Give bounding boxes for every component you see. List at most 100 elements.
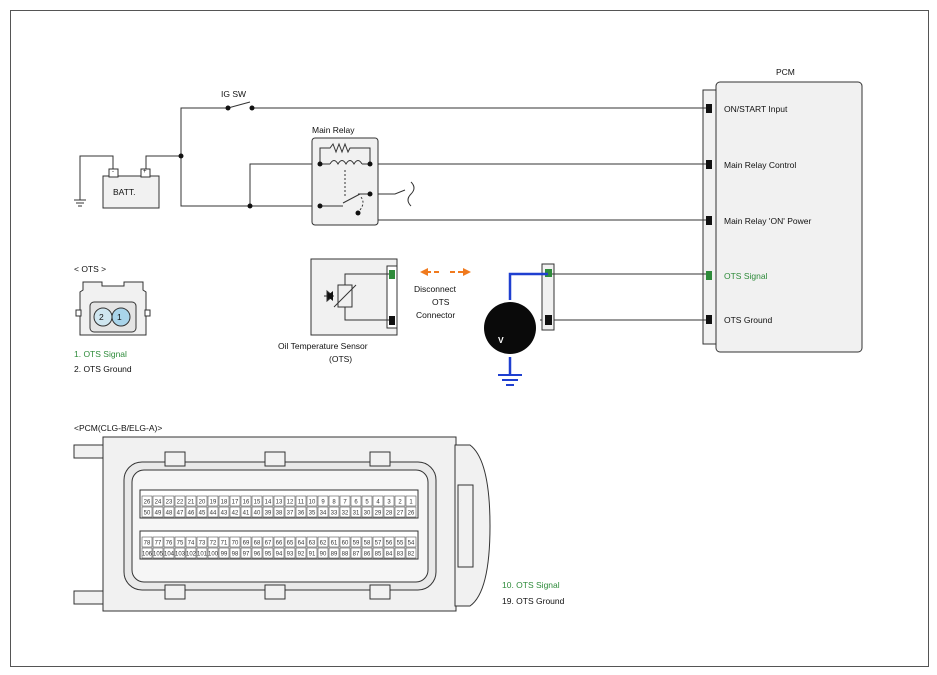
pcm-connector-pin-number: 96: [254, 552, 261, 558]
pcm-connector-pin-number: 69: [243, 541, 250, 547]
pcm-connector-pin-cell: [339, 536, 351, 548]
pcm-connector-pin-cell: [284, 506, 296, 518]
pcm-connector-pin-number: 34: [320, 511, 327, 517]
pcm-connector-pin-cell: [361, 547, 373, 559]
pcm-connector-pin-number: 37: [287, 511, 294, 517]
pcm-connector-pin-cell: [240, 506, 252, 518]
pcm-connector-pin-cell: [405, 506, 417, 518]
pcm-connector-pin-number: 35: [309, 511, 316, 517]
pcm-connector-pin-cell: [174, 506, 186, 518]
pcm-connector-pin-cell: [174, 536, 186, 548]
pcm-connector-pin-cell: [229, 547, 241, 559]
ots-pin-2-label: 2. OTS Ground: [74, 364, 132, 374]
pcm-connector-pin-cell: [218, 547, 230, 559]
pcm-connector-pin-cell: [218, 495, 230, 507]
pcm-connector-pin-number: 74: [188, 541, 195, 547]
pcm-connector-title: <PCM(CLG-B/ELG-A)>: [74, 423, 163, 433]
ig-switch-dot: [249, 105, 255, 111]
pcm-connector-pin-number: 60: [342, 541, 349, 547]
disconnect-label-2: OTS: [432, 297, 450, 307]
pcm-connector-pin-cell: [185, 536, 197, 548]
pcm-connector-pin-number: 92: [298, 552, 305, 558]
ots-pin-1-label: 1. OTS Signal: [74, 349, 127, 359]
pcm-connector-pin-number: 43: [221, 511, 228, 517]
pcm-connector-pin-cell: [152, 536, 164, 548]
pcm-connector-pin-number: 104: [164, 552, 175, 558]
pcm-connector-pin-number: 50: [144, 511, 151, 517]
pcm-connector-pin-cell: [317, 547, 329, 559]
pcm-connector-pin-number: 18: [221, 500, 228, 506]
pcm-connector-pin-cell: [229, 506, 241, 518]
ig-switch-label: IG SW: [221, 89, 247, 99]
pcm-connector-pin-number: 87: [353, 552, 360, 558]
pcm-connector-pin-cell: [196, 495, 208, 507]
ots-connector-title: < OTS >: [74, 264, 107, 274]
pcm-connector-pin-number: 49: [155, 511, 162, 517]
pcm-connector-pin-cell: [262, 506, 274, 518]
pcm-connector-pin-number: 64: [298, 541, 305, 547]
pcm-connector-pin-number: 32: [342, 511, 349, 517]
pcm-connector-pin-number: 70: [232, 541, 239, 547]
sensor-internals: [324, 273, 389, 321]
battery-label: BATT.: [113, 187, 136, 197]
pcm-connector-pin-cell: [394, 506, 406, 518]
pcm-connector-pin-cell: [394, 547, 406, 559]
pcm-connector-pin-number: 89: [331, 552, 338, 558]
battery-plus: +: [143, 169, 147, 175]
pcm-connector-pin-cell: [306, 495, 318, 507]
pcm-connector-pin-cell: [383, 547, 395, 559]
pcm-connector-pin-number: 102: [186, 552, 197, 558]
pcm-connector-pin-number: 46: [188, 511, 195, 517]
pcm-connector-pin-number: 90: [320, 552, 327, 558]
pcm-connector-pin-number: 40: [254, 511, 261, 517]
pcm-connector-pin-cell: [350, 495, 362, 507]
pcm-connector-pin-cell: [284, 547, 296, 559]
pcm-connector-pin-number: 16: [243, 500, 250, 506]
pcm-connector-pin-number: 85: [375, 552, 382, 558]
pcm-connector-pin-cell: [229, 536, 241, 548]
pcm-connector-pin-cell: [306, 506, 318, 518]
pcm-connector-pin-number: 44: [210, 511, 217, 517]
pcm-connector-pin-cell: [185, 547, 197, 559]
pcm-connector-pin-cell: [273, 495, 285, 507]
pcm-connector-pin-number: 56: [386, 541, 393, 547]
pcm-connector-pin-cell: [383, 536, 395, 548]
pcm-connector-pin-number: 29: [375, 511, 382, 517]
pcm-connector-pin-number: 99: [221, 552, 228, 558]
battery-ground: [74, 199, 86, 207]
pcm-connector-pin-cell: [174, 495, 186, 507]
pcm-connector-pin-cell: [317, 506, 329, 518]
pcm-connector-pin-number: 42: [232, 511, 239, 517]
pcm-connector-pin-cell: [273, 547, 285, 559]
pcm-connector-pin-number: 33: [331, 511, 338, 517]
pcm-connector-pin-cell: [251, 506, 263, 518]
pcm-connector-pin-cell: [317, 495, 329, 507]
pcm-connector-pin-number: 68: [254, 541, 261, 547]
pcm-connector-pin-cell: [273, 536, 285, 548]
pcm-connector-pin-cell: [394, 495, 406, 507]
pcm-connector-pin-number: 101: [197, 552, 208, 558]
pcm-connector-pin-cell: [317, 536, 329, 548]
pcm-connector-pin-cell: [141, 547, 153, 559]
pcm-connector-pin-cell: [295, 506, 307, 518]
pcm-connector-pin-cell: [262, 547, 274, 559]
pcm-connector-pin-cell: [152, 495, 164, 507]
pcm-connector-pin-cell: [262, 536, 274, 548]
pcm-connector-pin-number: 57: [375, 541, 382, 547]
pcm-connector-pin-number: 5: [365, 500, 369, 506]
pcm-connector-pin-number: 106: [142, 552, 153, 558]
pcm-title: PCM: [776, 67, 795, 77]
pcm-connector-pin-cell: [196, 547, 208, 559]
pcm-connector-pin-number: 11: [298, 500, 305, 506]
pcm-connector-pin-cell: [328, 506, 340, 518]
pcm-connector-pin-number: 19: [210, 500, 217, 506]
ots-pin-2: 2: [99, 312, 104, 322]
pcm-connector-pin-cell: [350, 547, 362, 559]
pcm-connector-pin-number: 26: [408, 511, 415, 517]
pcm-connector-pin-cell: [350, 506, 362, 518]
pcm-connector-pin-number: 65: [287, 541, 294, 547]
pcm-connector-pin-cell: [295, 495, 307, 507]
pcm-conn-pin-19-label: 19. OTS Ground: [502, 596, 565, 606]
pcm-connector-pin-number: 17: [232, 500, 239, 506]
